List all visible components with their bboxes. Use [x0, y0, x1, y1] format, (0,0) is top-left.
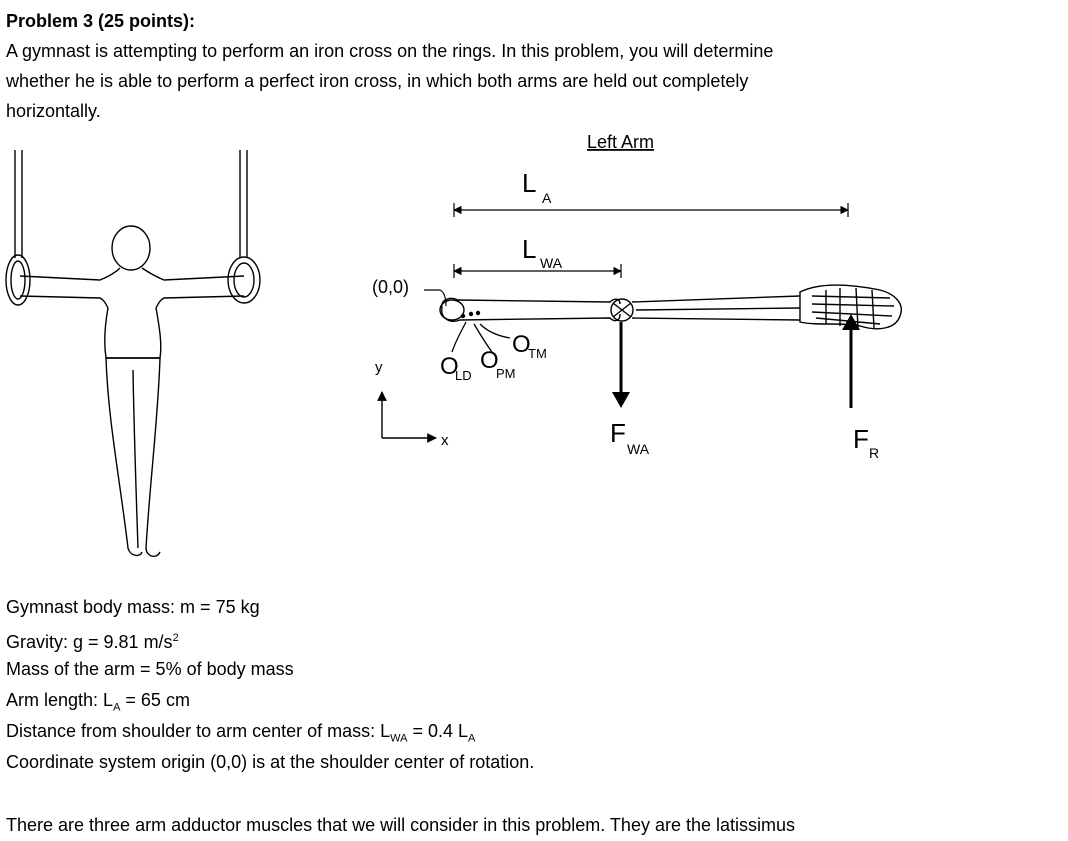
intro-line-2: whether he is able to perform a perfect … — [6, 71, 749, 91]
muscle-LD-sub: LD — [455, 368, 472, 383]
intro-line-1: A gymnast is attempting to perform an ir… — [6, 41, 774, 61]
coordinate-axes — [377, 391, 437, 443]
gymnast-illustration — [5, 150, 261, 558]
length-LWA-sub: WA — [540, 255, 563, 271]
axis-y-label: y — [375, 359, 383, 376]
muscle-PM-label: O — [480, 347, 499, 374]
muscle-PM-sub: PM — [496, 366, 516, 381]
muscle-insertion-dots — [460, 310, 481, 319]
given-mass: Gymnast body mass: m = 75 kg — [6, 597, 260, 617]
origin-label: (0,0) — [372, 277, 409, 297]
continuation-text: There are three arm adductor muscles tha… — [6, 815, 796, 835]
given-com-distance: Distance from shoulder to arm center of … — [6, 721, 476, 745]
force-FWA-head — [612, 392, 630, 408]
given-arm-length: Arm length: LA = 65 cm — [6, 690, 190, 714]
muscle-LD-label: O — [440, 353, 459, 380]
muscle-line-LD — [451, 321, 467, 353]
muscle-TM-label: O — [512, 331, 531, 358]
problem-intro: A gymnast is attempting to perform an ir… — [6, 36, 773, 126]
length-LA-label: L — [522, 168, 536, 198]
hand-bones — [799, 284, 902, 330]
length-LA-sub: A — [542, 190, 552, 206]
force-FWA-sub: WA — [627, 441, 650, 457]
muscle-TM-sub: TM — [528, 346, 547, 361]
gymnast-leg-left — [105, 357, 143, 557]
gymnast-torso — [103, 307, 162, 359]
intro-line-3: horizontally. — [6, 101, 101, 121]
given-values: Gymnast body mass: m = 75 kg Gravity: g … — [6, 592, 534, 778]
given-origin: Coordinate system origin (0,0) is at the… — [6, 752, 535, 772]
right-ring — [227, 256, 261, 304]
muscle-line-TM — [479, 323, 511, 339]
force-FR-head — [842, 314, 860, 330]
elbow-joint — [610, 298, 634, 322]
panel-title: Left Arm — [587, 132, 654, 152]
iron-cross-figure: y x (0,0) Left Arm L A L WA — [5, 132, 902, 558]
forearm-bone — [631, 295, 801, 303]
force-FR-sub: R — [869, 445, 879, 461]
humerus-bone — [441, 297, 621, 309]
axis-x-label: x — [441, 432, 449, 449]
length-LWA-label: L — [522, 234, 536, 264]
force-FR-label: F — [853, 424, 869, 454]
given-arm-mass: Mass of the arm = 5% of body mass — [6, 659, 294, 679]
muscle-line-PM — [473, 323, 493, 353]
problem-title: Problem 3 (25 points): — [6, 11, 196, 31]
given-gravity: Gravity: g = 9.81 m/s2 — [6, 632, 179, 652]
arm-skeleton — [439, 284, 902, 330]
left-ring — [5, 254, 31, 306]
gymnast-head — [111, 225, 151, 271]
force-FWA-label: F — [610, 418, 626, 448]
